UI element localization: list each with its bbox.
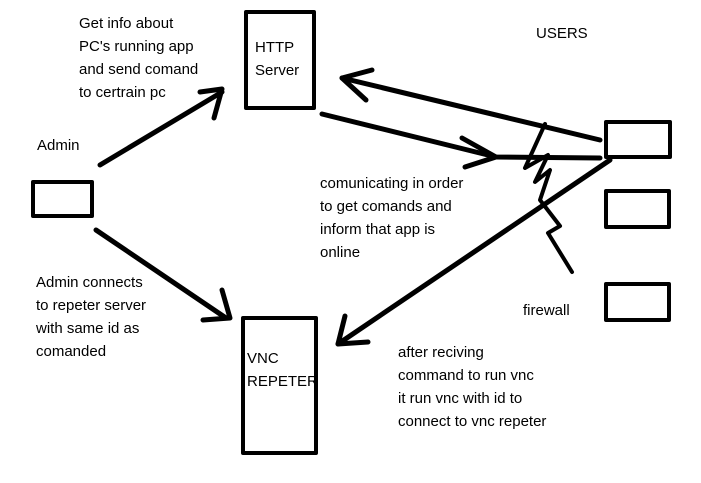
firewall-label: firewall — [523, 299, 570, 322]
vnc-repeter-box — [241, 316, 318, 455]
users-text: USERS — [536, 25, 588, 42]
vnc-repeter-text: VNC REPETER — [247, 350, 318, 390]
http-server-box — [244, 10, 316, 110]
note-admin-connects-text: Admin connects to repeter server with sa… — [36, 274, 147, 360]
admin-label: Admin — [37, 134, 80, 157]
note-after-receiving-text: after reciving command to run vnc it run… — [398, 344, 547, 430]
admin-box — [31, 180, 94, 218]
arrow-admin-to-http — [97, 86, 225, 168]
note-communicating-text: comunicating in order to get comands and… — [320, 175, 464, 261]
arrow-user-to-http — [339, 67, 603, 143]
note-get-info: Get info about PC's running app and send… — [79, 12, 198, 104]
note-admin-connects: Admin connects to repeter server with sa… — [36, 271, 146, 363]
admin-text: Admin — [37, 137, 80, 154]
note-after-receiving: after reciving command to run vnc it run… — [398, 341, 546, 433]
user-box-1 — [604, 120, 672, 159]
http-server-text: HTTP Server — [255, 39, 300, 79]
user-box-3 — [604, 282, 671, 322]
note-communicating: comunicating in order to get comands and… — [320, 172, 463, 264]
arrow-http-to-user — [319, 111, 603, 170]
arrow-user-to-vnc — [335, 157, 613, 347]
user-box-2 — [604, 189, 671, 229]
vnc-repeter-label: VNC REPETER — [247, 347, 318, 393]
arrow-admin-to-vnc — [93, 227, 233, 323]
note-get-info-text: Get info about PC's running app and send… — [79, 15, 199, 101]
users-label: USERS — [536, 22, 588, 45]
firewall-text: firewall — [523, 302, 570, 319]
firewall-line — [523, 122, 574, 274]
http-server-label: HTTP Server — [255, 36, 299, 82]
